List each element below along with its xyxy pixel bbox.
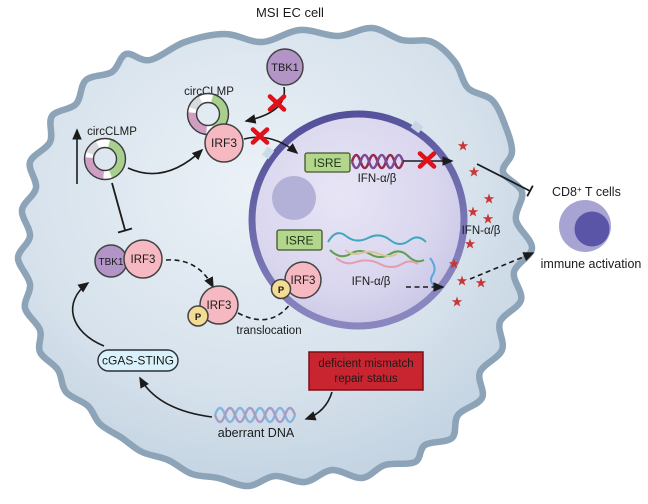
tbk1-top-circle: [266, 48, 304, 86]
inhibition-tbar-circclmp: [111, 182, 133, 234]
arrow-cgas-to-tbk1: [71, 282, 105, 347]
isre-top-label: ISRE: [313, 156, 341, 170]
ifn-cyto-label: IFN-α/β: [462, 225, 501, 237]
tbk1-top-label: TBK1: [271, 62, 299, 74]
arrow-immune-activation: [469, 252, 535, 280]
translocation-label: translocation: [236, 325, 301, 337]
phospho-cyto-label: P: [195, 312, 202, 323]
cd8-label-sup: +: [577, 185, 582, 194]
irf3-pair-circle: [123, 239, 163, 279]
arrow-irf3-to-isre-blocked: [243, 136, 299, 155]
cgas-sting-pill: [97, 349, 179, 372]
irf3-top-label: IRF3: [211, 136, 237, 150]
cd8-label-rest: T cells: [582, 185, 621, 199]
nuclear-pore-left: [261, 146, 275, 160]
cd8-tcells-label: CD8+ T cells: [552, 185, 621, 199]
ifn-bottom-label: IFN-α/β: [352, 276, 391, 288]
circclmp-left-label: circCLMP: [87, 126, 137, 138]
dmmr-status-line2: repair status: [334, 373, 398, 385]
cgas-sting-label: cGAS-STING: [102, 354, 174, 368]
nuclear-pore-top: [410, 120, 424, 134]
ifn-top-label: IFN-α/β: [358, 173, 397, 185]
irf3-pair-label: IRF3: [131, 254, 156, 266]
ifn-gene-helix: [350, 153, 405, 170]
isre-bottom-box: [276, 229, 323, 251]
aberrant-dna-helix: [213, 406, 297, 424]
dmmr-status-box: [308, 351, 424, 391]
aberrant-dna-label: aberrant DNA: [218, 426, 295, 440]
immune-activation-label: immune activation: [541, 257, 642, 271]
isre-bottom-label: ISRE: [285, 234, 313, 248]
arrow-dmmr-to-dna: [304, 391, 333, 421]
isre-top-box: [304, 152, 351, 173]
arrow-circclmp-to-irf3: [127, 148, 204, 175]
figure-title: MSI EC cell: [256, 5, 324, 20]
tcell-nucleus: [574, 211, 610, 247]
irf3-top-circle: [204, 123, 244, 163]
tbk1-pair-label: TBK1: [98, 257, 123, 268]
phospho-cyto-circle: [187, 305, 209, 327]
irf3-cyto-circle: [199, 285, 239, 325]
dmmr-status-line1: deficient mismatch: [318, 358, 413, 370]
phospho-nuclear-label: P: [278, 285, 285, 296]
arrow-irf3-phosphorylation: [165, 259, 214, 289]
arrow-tbk1-to-irf3-blocked: [244, 86, 286, 124]
irf3-nuclear-label: IRF3: [291, 275, 316, 287]
cd8-label-base: CD8: [552, 185, 577, 199]
arrow-dna-to-cgas: [139, 376, 213, 418]
phospho-nuclear-circle: [270, 278, 292, 300]
circclmp-top-label: circCLMP: [184, 86, 234, 98]
nucleus: ISRE IFN-α/β ISRE IFN-α/β IRF3 P: [248, 110, 468, 330]
inhibition-tbar-cd8: [476, 163, 534, 197]
ifn-mrna-ribbon: [327, 232, 441, 290]
cd8-tcell-group: CD8+ T cells immune activation: [541, 185, 642, 271]
irf3-cyto-label: IRF3: [207, 300, 232, 312]
nucleolus: [272, 176, 316, 220]
